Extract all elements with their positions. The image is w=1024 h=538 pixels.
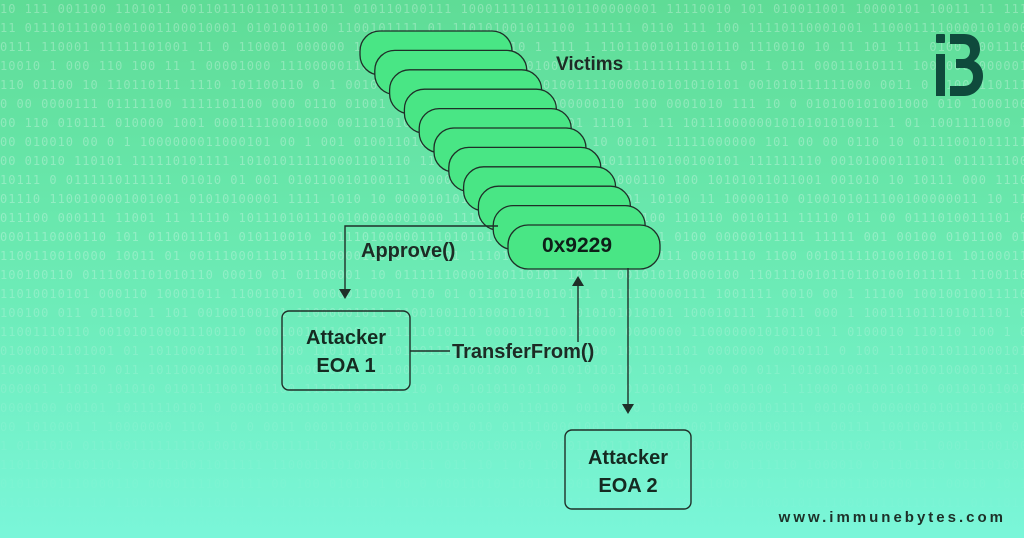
outflow-arrowhead <box>622 404 634 414</box>
victims-label: Victims <box>556 54 623 75</box>
approve-label: Approve() <box>361 240 455 262</box>
victim-pill-stack <box>359 30 661 270</box>
attacker-eoa-2-box <box>564 429 692 510</box>
attacker-eoa-1-label-line2: EOA 1 <box>316 355 375 377</box>
approve-arrowhead <box>339 289 351 299</box>
immunebytes-logo-icon <box>936 34 983 96</box>
transfer-arrowhead <box>572 276 584 286</box>
attacker-eoa-1-box <box>281 310 411 391</box>
attacker-eoa-2-label-line1: Attacker <box>588 447 668 469</box>
attacker-eoa-1-label-line1: Attacker <box>306 327 386 349</box>
approve-connector-line <box>344 225 498 291</box>
victim-pill <box>507 224 661 270</box>
victim-address-label: 0x9229 <box>542 234 612 257</box>
website-url[interactable]: www.immunebytes.com <box>778 509 1006 526</box>
attacker-eoa-2-label-line2: EOA 2 <box>598 475 657 497</box>
transfer-from-label: TransferFrom() <box>452 341 594 363</box>
